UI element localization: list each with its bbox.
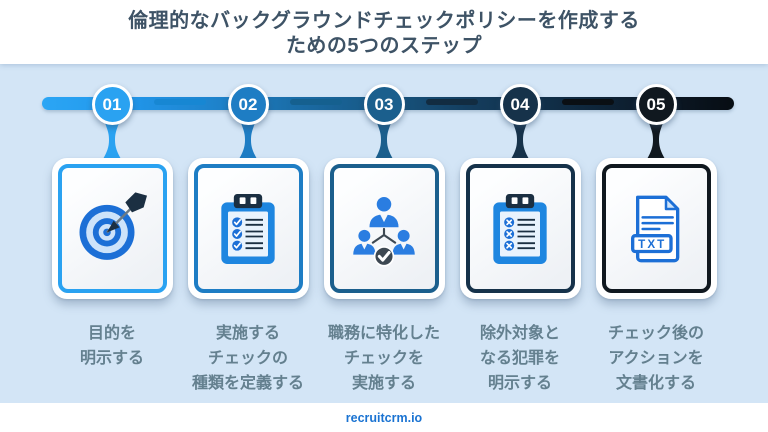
step-3-card [323, 158, 445, 299]
step-2-column: 02 [187, 84, 309, 396]
step-4-label: 除外対象と なる犯罪を 明示する [479, 325, 560, 392]
step-1-number-badge: 01 [91, 84, 133, 125]
svg-text:TXT: TXT [638, 237, 666, 250]
step-3-column: 03 [323, 84, 445, 396]
timeline-accent [562, 99, 614, 105]
target-dart-icon [79, 191, 147, 260]
step-4-number-badge: 04 [499, 84, 541, 125]
step-2-card [187, 158, 309, 299]
step-1-card [51, 158, 173, 299]
step-1-card-frame [57, 164, 167, 293]
footer-brand: recruitcrm.io [345, 410, 423, 425]
team-hierarchy-check-icon [353, 196, 415, 267]
step-4-card [459, 158, 581, 299]
step-3-number-badge: 03 [363, 84, 405, 125]
step-1-column: 01 目的を 明示する [51, 84, 173, 396]
step-1-label: 目的を 明示する [79, 325, 144, 367]
step-4-card-frame [465, 164, 575, 293]
step-1-connector [103, 123, 121, 159]
timeline-accent [154, 99, 206, 105]
step-5-card-frame: TXT [601, 164, 711, 293]
step-2-connector [239, 123, 257, 159]
step-5-label: チェック後の アクションを 文書化する [607, 325, 704, 392]
title-band: 倫理的なバックグラウンドチェックポリシーを作成する ための5つのステップ [0, 0, 768, 64]
step-3-connector [375, 123, 393, 159]
page-title-line1: 倫理的なバックグラウンドチェックポリシーを作成する [128, 10, 640, 32]
step-2-number-badge: 02 [227, 84, 269, 125]
timeline-accent [290, 99, 342, 105]
checklist-clipboard-icon [221, 193, 275, 264]
exclusion-clipboard-icon [493, 193, 547, 264]
step-3-label: 職務に特化した チェックを 実施する [327, 325, 440, 392]
step-5-number-badge: 05 [635, 84, 677, 125]
timeline-accent [426, 99, 478, 105]
page-title-line2: ための5つのステップ [285, 35, 483, 57]
footer-band: recruitcrm.io [0, 403, 768, 432]
step-5-connector [647, 123, 665, 159]
step-2-card-frame [193, 164, 303, 293]
step-4-column: 04 [459, 84, 581, 396]
step-2-label: 実施する チェックの 種類を定義する [191, 325, 304, 392]
step-5-card: TXT [595, 158, 717, 299]
steps-row: 01 目的を 明示する [0, 84, 768, 396]
txt-document-icon: TXT [631, 195, 680, 262]
step-3-card-frame [329, 164, 439, 293]
step-4-connector [511, 123, 529, 159]
step-5-column: 05 TXT [595, 84, 717, 396]
